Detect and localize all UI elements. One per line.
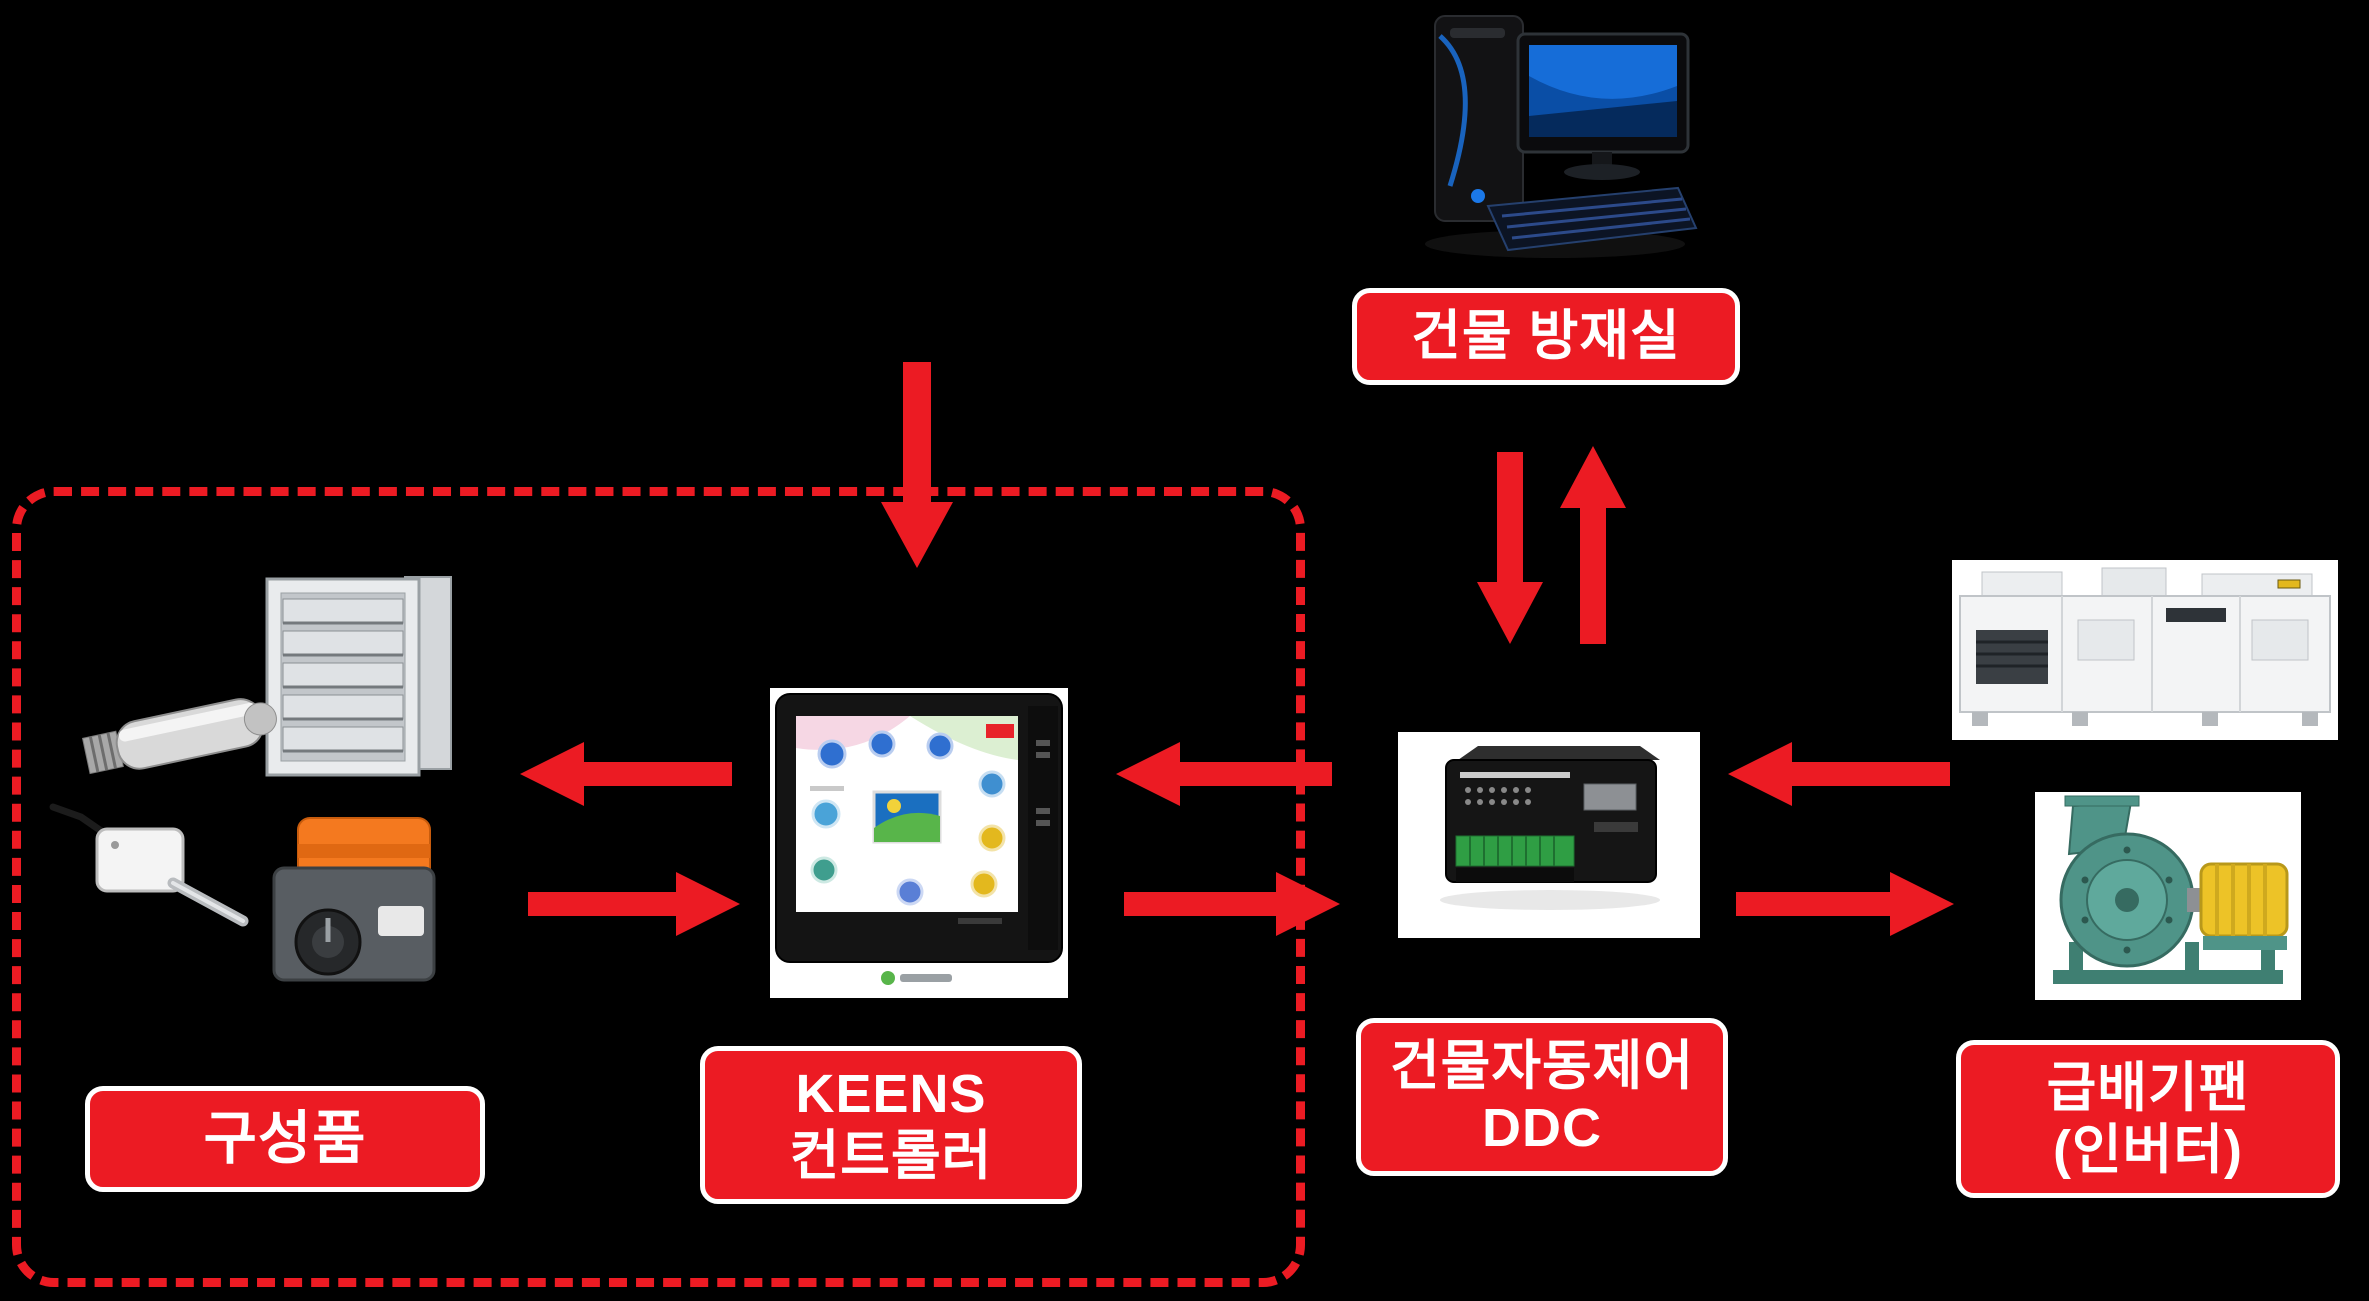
fan-motor <box>2199 862 2289 950</box>
hmi-device <box>775 693 1063 963</box>
arrow-ddc-to-control-room <box>1560 446 1626 644</box>
label-fan-line2: (인버터) <box>2052 1120 2243 1180</box>
ddc-device <box>1445 746 1660 883</box>
fan-unit <box>2053 795 2289 984</box>
arrow-ddc-to-keens <box>1116 742 1332 806</box>
duct-sensor-image <box>70 670 290 800</box>
inverter-fan-image <box>2035 792 2301 1000</box>
label-components: 구성품 <box>85 1086 485 1192</box>
label-keens-line1: KEENS <box>795 1063 987 1124</box>
pc-monitor <box>1516 32 1690 180</box>
louver-slats <box>282 598 404 753</box>
arrow-ahu-to-ddc <box>1728 742 1950 806</box>
ahu-image <box>1952 560 2338 740</box>
ddc-module-image <box>1398 732 1700 938</box>
temperature-sensor-image <box>45 795 255 935</box>
arrow-components-to-keens <box>528 872 740 936</box>
arrow-down-into-keens-zone <box>881 362 953 568</box>
label-ddc: 건물자동제어 DDC <box>1356 1018 1728 1176</box>
label-control-room: 건물 방재실 <box>1352 288 1740 385</box>
label-keens-line2: 컨트롤러 <box>789 1126 993 1186</box>
damper-actuator-image <box>260 810 445 1000</box>
arrow-ddc-to-fan <box>1736 872 1954 936</box>
hmi-brand-logo <box>881 971 952 985</box>
arrow-control-room-to-ddc <box>1477 452 1543 644</box>
label-components-text: 구성품 <box>203 1105 367 1171</box>
arrow-keens-to-components <box>520 742 732 806</box>
control-room-pc-image <box>1390 6 1700 264</box>
keens-controller-image <box>770 688 1068 998</box>
ahu-unit <box>1959 567 2331 726</box>
label-ddc-line2: DDC <box>1482 1098 1602 1158</box>
pc-keyboard <box>1486 186 1698 252</box>
label-fan-line1: 급배기팬 <box>2046 1057 2250 1118</box>
ddc-terminal-block <box>1455 835 1575 867</box>
arrow-keens-to-ddc <box>1124 872 1340 936</box>
pc-tower <box>1434 15 1524 222</box>
label-ddc-line1: 건물자동제어 <box>1389 1035 1695 1096</box>
louver-damper-image <box>255 565 460 790</box>
label-control-room-text: 건물 방재실 <box>1411 306 1681 367</box>
label-keens-controller: KEENS 컨트롤러 <box>700 1046 1082 1204</box>
label-inverter-fan: 급배기팬 (인버터) <box>1956 1040 2340 1198</box>
